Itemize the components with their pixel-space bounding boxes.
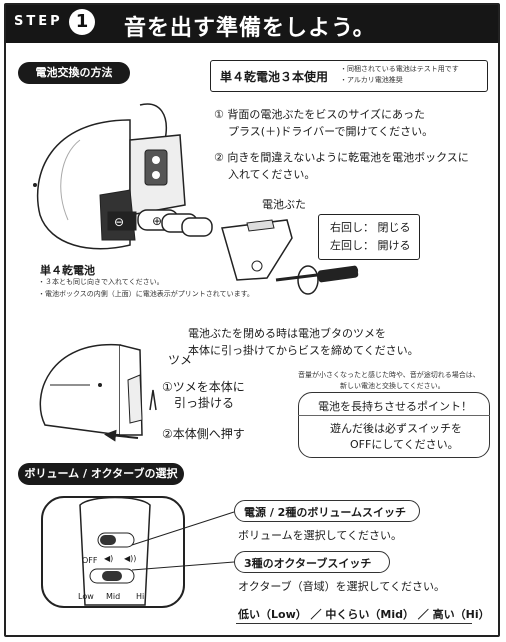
- page-frame: [4, 3, 500, 637]
- battery-note-2: ・アルカリ電池推奨: [340, 76, 403, 84]
- page-title: 音を出す準備をしよう。: [124, 16, 376, 41]
- battery-note-b: ・電池ボックスの内側（上面）に電池表示がプリントされています。: [38, 290, 254, 298]
- octave-hi-label: Hi: [136, 592, 145, 601]
- battery-lid-illustration: [221, 219, 293, 281]
- power-switch-callout: [234, 500, 420, 522]
- octave-switch-title: 3種のオクターブスイッチ: [244, 557, 372, 570]
- step2-line1: ② 向きを間違えないように乾電池を電池ボックスに: [214, 151, 469, 164]
- octave-mid-label: Mid: [106, 592, 121, 601]
- battery-label: 単４乾電池: [40, 264, 95, 277]
- power-switch-title: 電源 / 2種のボリュームスイッチ: [244, 506, 406, 519]
- close-instruction-1: 電池ぶたを閉める時は電池ブタのツメを: [188, 327, 386, 340]
- rotate-right-text: 右回し： 閉じる: [330, 221, 411, 234]
- power-switch-desc: ボリュームを選択してください。: [238, 529, 403, 542]
- battery-note-a: ・３本とも同じ向きで入れてください。: [38, 278, 164, 286]
- hook-step-2: 引っ掛ける: [174, 396, 235, 410]
- svg-text:⊖: ⊖: [114, 215, 124, 229]
- rotation-box: [318, 214, 420, 260]
- battery-section-label: 電池交換の方法: [18, 62, 130, 84]
- switch-panel-illustration: [41, 496, 185, 608]
- tip-divider: [298, 415, 490, 416]
- step1-line1: ① 背面の電池ぶたをビスのサイズにあった: [214, 108, 426, 121]
- volume-section-label: ボリューム / オクターブの選択: [18, 463, 184, 485]
- tip-title: 電池を長持ちさせるポイント！: [318, 400, 472, 413]
- tip-body-1: 遊んだ後は必ずスイッチを: [330, 422, 462, 435]
- step2-line2: 入れてください。: [228, 168, 316, 181]
- octave-switch-callout: [234, 551, 390, 573]
- hook-step-1: ①ツメを本体に: [162, 380, 245, 394]
- octave-low-label: Low: [78, 592, 94, 601]
- tip-body-2: OFFにしてください。: [350, 438, 459, 451]
- power-off-label: OFF: [82, 556, 98, 565]
- step1-line2: プラス(＋)ドライバーで開けてください。: [228, 125, 434, 138]
- low-volume-note-1: 音量が小さくなったと感じた時や、音が途切れる場合は、: [298, 371, 480, 379]
- tip-box: [298, 392, 490, 458]
- screwdriver-icon: [275, 265, 359, 295]
- octave-switch-desc: オクターブ（音域）を選択してください。: [238, 580, 446, 593]
- octave-summary-underline: [236, 623, 472, 624]
- low-volume-note-2: 新しい電池と交換してください。: [340, 382, 445, 390]
- volume-high-icon: ◀)): [124, 554, 137, 563]
- battery-type: 単４乾電池３本使用: [220, 70, 329, 84]
- push-step: ②本体側へ押す: [162, 427, 245, 441]
- battery-type-box: [210, 60, 488, 92]
- battery-lid-label: 電池ぶた: [262, 198, 306, 211]
- rotate-left-text: 左回し： 開ける: [330, 239, 411, 252]
- callout-lines: [131, 511, 235, 571]
- volume-low-icon: ◀): [104, 554, 114, 563]
- battery-note-1: ・同梱されている電池はテスト用です: [340, 65, 459, 73]
- close-instruction-2: 本体に引っ掛けてからビスを締めてください。: [188, 344, 419, 357]
- step-header: STEP 1 音を出す準備をしよう。: [6, 5, 498, 43]
- lid-closing-illustration: [39, 344, 157, 442]
- tsume-label: ツメ: [168, 353, 193, 367]
- battery-cells-illustration: ⊖ ⊕: [107, 209, 213, 237]
- svg-text:⊕: ⊕: [152, 214, 162, 228]
- step-number-badge: 1: [69, 9, 95, 35]
- step-label: STEP: [14, 14, 63, 29]
- octave-summary: 低い（Low） ／ 中くらい（Mid） ／ 高い（Hi）: [238, 608, 490, 621]
